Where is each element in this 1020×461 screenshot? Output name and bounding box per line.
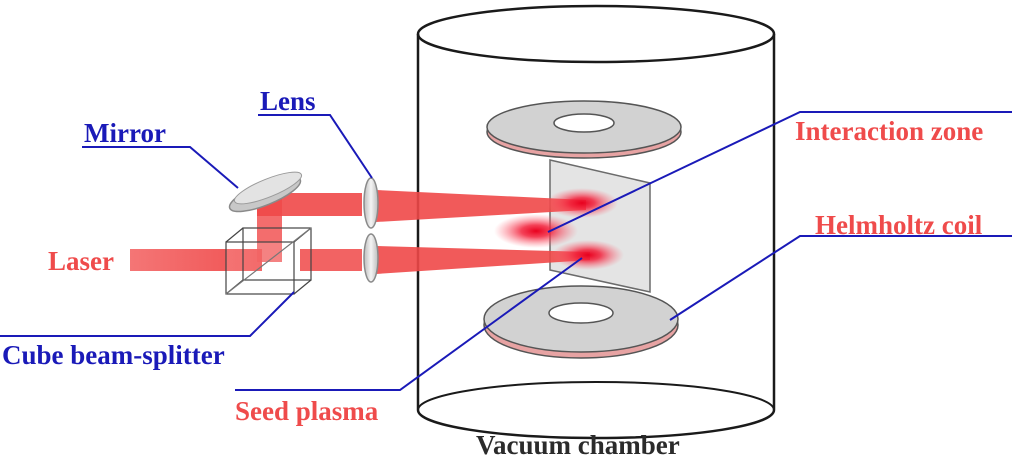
lens-leader-line bbox=[258, 114, 373, 179]
seed-plasma-label: Seed plasma bbox=[235, 396, 379, 426]
seed-plasma-leader-line bbox=[235, 257, 583, 391]
interaction-zone-label: Interaction zone bbox=[795, 116, 984, 146]
mirror-label: Mirror bbox=[84, 118, 166, 148]
lower-plasma-spot bbox=[552, 240, 624, 270]
lower-helmholtz-coil bbox=[483, 285, 679, 359]
laser-label: Laser bbox=[48, 246, 114, 276]
upper-focused-beam bbox=[376, 190, 586, 222]
upper-helmholtz-coil bbox=[486, 100, 682, 159]
input-laser-beam bbox=[130, 249, 262, 271]
upper-lens bbox=[363, 177, 379, 229]
interaction-zone-leader-line bbox=[547, 111, 1012, 233]
vacuum-chamber-label: Vacuum chamber bbox=[476, 430, 680, 460]
lower-focused-beam bbox=[376, 246, 590, 274]
lens-label: Lens bbox=[260, 86, 316, 116]
cube-beam-splitter bbox=[225, 227, 312, 295]
plasma-spots bbox=[494, 188, 624, 270]
mirror bbox=[228, 171, 303, 213]
cube-leader-line bbox=[0, 291, 295, 337]
helmholtz-coil-label: Helmholtz coil bbox=[815, 210, 983, 240]
lower-lens bbox=[363, 233, 379, 283]
helmholtz-coil-leader-line bbox=[669, 235, 1012, 321]
splitter-to-lens-beam bbox=[300, 249, 362, 271]
vacuum-chamber bbox=[416, 4, 776, 440]
mirror-leader-line bbox=[82, 146, 239, 189]
upper-plasma-spot bbox=[546, 188, 618, 218]
cube-beam-splitter-label: Cube beam-splitter bbox=[2, 340, 225, 370]
laser-beams bbox=[130, 190, 590, 274]
leader-lines bbox=[0, 111, 1012, 391]
mirror-to-lens-beam bbox=[257, 193, 362, 216]
interaction-spot bbox=[494, 214, 578, 248]
lenses bbox=[363, 177, 379, 283]
